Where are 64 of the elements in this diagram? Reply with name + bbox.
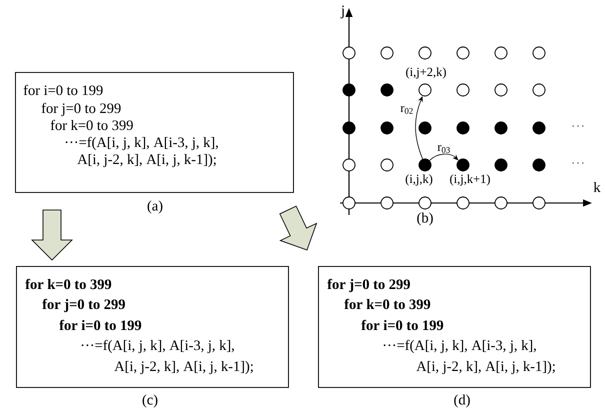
point-circle — [532, 46, 546, 60]
point-dot — [456, 158, 470, 172]
point-dot — [494, 158, 508, 172]
code-line: for k=0 to 399 — [25, 278, 112, 290]
code-line: A[i, j-2, k], A[i, j, k-1]); — [77, 154, 216, 168]
point-label: (i,j,k) — [406, 174, 432, 186]
point-label: (i,j,k+1) — [450, 174, 490, 186]
point-dot — [418, 122, 432, 134]
code-line: for j=0 to 299 — [327, 278, 410, 292]
code-line: for k=0 to 399 — [50, 120, 133, 130]
point-circle — [532, 84, 546, 96]
point-circle — [456, 46, 470, 60]
point-dot — [456, 122, 470, 134]
caption-label: (c) — [142, 394, 158, 408]
code-line: ···=f(A[i, j, k], A[i-3, j, k], — [66, 136, 218, 150]
code-line: A[i, j-2, k], A[i, j, k-1]); — [114, 360, 253, 374]
point-circle — [342, 196, 356, 210]
code-line: for i=0 to 199 — [24, 84, 103, 96]
point-circle — [418, 84, 432, 96]
point-circle — [380, 196, 394, 210]
point-circle — [342, 46, 356, 60]
point-label: (i,j+2,k) — [406, 67, 446, 79]
code-line: for i=0 to 199 — [361, 320, 444, 330]
point-circle — [418, 196, 432, 210]
point-circle — [494, 46, 508, 60]
code-box — [15, 72, 294, 193]
code-line: for j=0 to 299 — [42, 102, 121, 116]
point-dot — [342, 122, 356, 134]
arrow — [429, 154, 458, 161]
block-arrow — [279, 206, 318, 250]
point-circle — [380, 158, 394, 172]
point-circle — [494, 84, 508, 96]
point-dot — [532, 158, 546, 172]
caption-label: (a) — [148, 200, 162, 214]
point-circle — [494, 196, 508, 210]
code-line: for i=0 to 199 — [59, 320, 142, 330]
ellipsis: ··· — [572, 162, 584, 164]
ellipsis: ··· — [572, 125, 584, 127]
caption-label: (d) — [454, 394, 470, 408]
axis-label: j — [340, 6, 344, 18]
point-circle — [456, 196, 470, 210]
point-circle — [342, 158, 356, 172]
code-line: ···=f(A[i, j, k], A[i-3, j, k], — [384, 340, 536, 354]
point-dot — [342, 84, 356, 96]
caption-label: (b) — [417, 212, 433, 226]
code-box — [318, 266, 591, 388]
point-dot — [494, 122, 508, 134]
edge-label: r$_{03}$ — [438, 145, 450, 153]
code-line: for j=0 to 299 — [42, 298, 125, 312]
code-box — [16, 266, 289, 388]
code-line: for k=0 to 399 — [344, 298, 430, 310]
point-dot — [380, 84, 394, 96]
point-circle — [456, 84, 470, 96]
block-arrow — [31, 210, 73, 261]
point-dot — [418, 158, 432, 172]
code-line: ···=f(A[i, j, k], A[i-3, j, k], — [82, 340, 234, 354]
point-dot — [532, 122, 546, 134]
point-circle — [532, 196, 546, 210]
edge-label: r$_{02}$ — [400, 106, 413, 114]
point-circle — [418, 46, 432, 60]
code-line: A[i, j-2, k], A[i, j, k-1]); — [416, 360, 555, 374]
axis-label: k — [594, 182, 601, 192]
point-circle — [380, 46, 394, 60]
point-dot — [380, 122, 394, 134]
